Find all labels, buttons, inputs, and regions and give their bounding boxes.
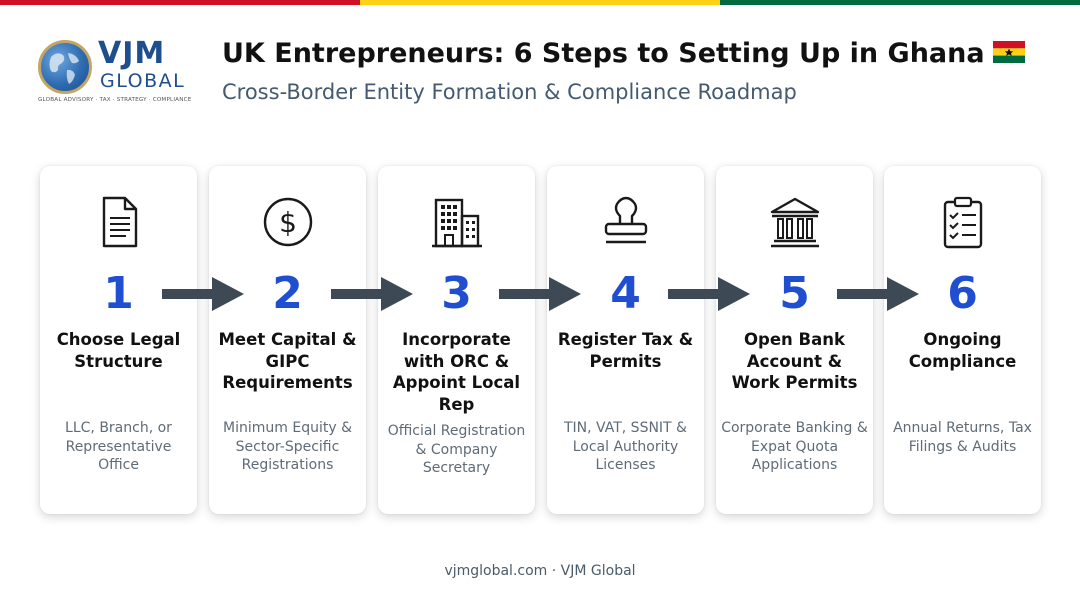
top-color-bar [0, 0, 1080, 5]
logo-tagline: GLOBAL ADVISORY · TAX · STRATEGY · COMPL… [38, 97, 192, 103]
step-title: Incorporate with ORC & Appoint Local Rep [392, 330, 521, 414]
step-title: Register Tax & Permits [557, 330, 694, 371]
top-bar-yellow [360, 0, 720, 5]
step-description: Corporate Banking & Expat Quota Applicat… [721, 420, 868, 473]
top-bar-green [720, 0, 1080, 5]
step-number: 4 [610, 268, 641, 319]
svg-text:$: $ [279, 206, 297, 239]
step-card-5: 5 Open Bank Account & Work Permits Corpo… [716, 166, 873, 514]
step-card-2: $ 2 Meet Capital & GIPC Requirements Min… [209, 166, 366, 514]
arrow-right-icon [331, 277, 413, 311]
arrow-right-icon [668, 277, 750, 311]
bank-icon [770, 197, 819, 248]
step-number: 3 [441, 268, 472, 319]
step-number: 2 [272, 268, 303, 319]
step-title: Choose Legal Structure [56, 330, 181, 371]
vjm-global-logo: VJM GLOBAL GLOBAL ADVISORY · TAX · STRAT… [38, 38, 198, 108]
clipboard-checklist-icon [943, 196, 982, 249]
step-title: Ongoing Compliance [908, 330, 1017, 371]
step-description: LLC, Branch, or Representative Office [65, 420, 172, 473]
dollar-coin-icon: $ [263, 197, 312, 247]
top-bar-red [0, 0, 360, 5]
page-title-text: UK Entrepreneurs: 6 Steps to Setting Up … [222, 38, 985, 69]
office-building-icon [431, 198, 482, 248]
step-title: Meet Capital & GIPC Requirements [218, 330, 357, 392]
logo-subtext: GLOBAL [100, 70, 186, 92]
ghana-flag-icon [992, 40, 1025, 63]
page-title: UK Entrepreneurs: 6 Steps to Setting Up … [222, 36, 1025, 72]
document-icon [102, 196, 137, 248]
page-subtitle: Cross-Border Entity Formation & Complian… [222, 80, 797, 104]
logo-wordmark: VJM [98, 36, 166, 71]
arrow-right-icon [499, 277, 581, 311]
globe-icon [38, 40, 92, 94]
arrow-right-icon [162, 277, 244, 311]
step-description: Official Registration & Company Secretar… [387, 423, 526, 476]
step-description: TIN, VAT, SSNIT & Local Authority Licens… [564, 420, 687, 473]
footer-text: vjmglobal.com · VJM Global [444, 563, 636, 579]
step-card-1: 1 Choose Legal Structure LLC, Branch, or… [40, 166, 197, 514]
step-number: 6 [947, 268, 978, 319]
step-number: 5 [779, 268, 810, 319]
step-description: Annual Returns, Tax Filings & Audits [893, 420, 1032, 455]
step-title: Open Bank Account & Work Permits [731, 330, 858, 392]
stamp-icon [604, 196, 647, 244]
step-card-3: 3 Incorporate with ORC & Appoint Local R… [378, 166, 535, 514]
step-card-6: 6 Ongoing Compliance Annual Returns, Tax… [884, 166, 1041, 514]
step-card-4: 4 Register Tax & Permits TIN, VAT, SSNIT… [547, 166, 704, 514]
step-description: Minimum Equity & Sector-Specific Registr… [223, 420, 352, 473]
arrow-right-icon [837, 277, 919, 311]
step-number: 1 [103, 268, 134, 319]
